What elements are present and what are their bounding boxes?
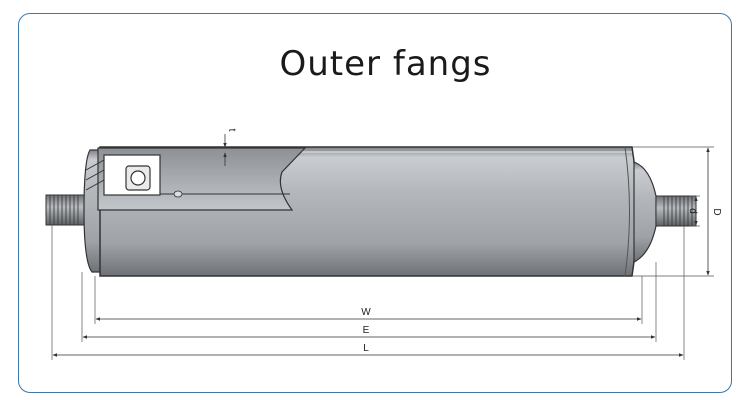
svg-text:D: D bbox=[711, 208, 722, 215]
dimension-e: E bbox=[82, 325, 656, 339]
svg-text:t: t bbox=[226, 129, 237, 132]
dimension-w: W bbox=[95, 307, 642, 321]
dimension-t: t bbox=[223, 129, 237, 166]
svg-text:d: d bbox=[687, 208, 698, 214]
extension-lines bbox=[51, 146, 714, 360]
svg-text:E: E bbox=[363, 325, 370, 336]
svg-text:W: W bbox=[361, 307, 371, 318]
right-end-cap bbox=[633, 161, 657, 263]
dimension-small-d: d bbox=[687, 196, 698, 226]
dimension-l: L bbox=[52, 343, 684, 357]
diagram-title: Outer fangs bbox=[279, 44, 492, 84]
svg-text:L: L bbox=[363, 343, 369, 354]
cutaway-section bbox=[85, 147, 307, 211]
dimension-big-d: D bbox=[706, 147, 722, 276]
